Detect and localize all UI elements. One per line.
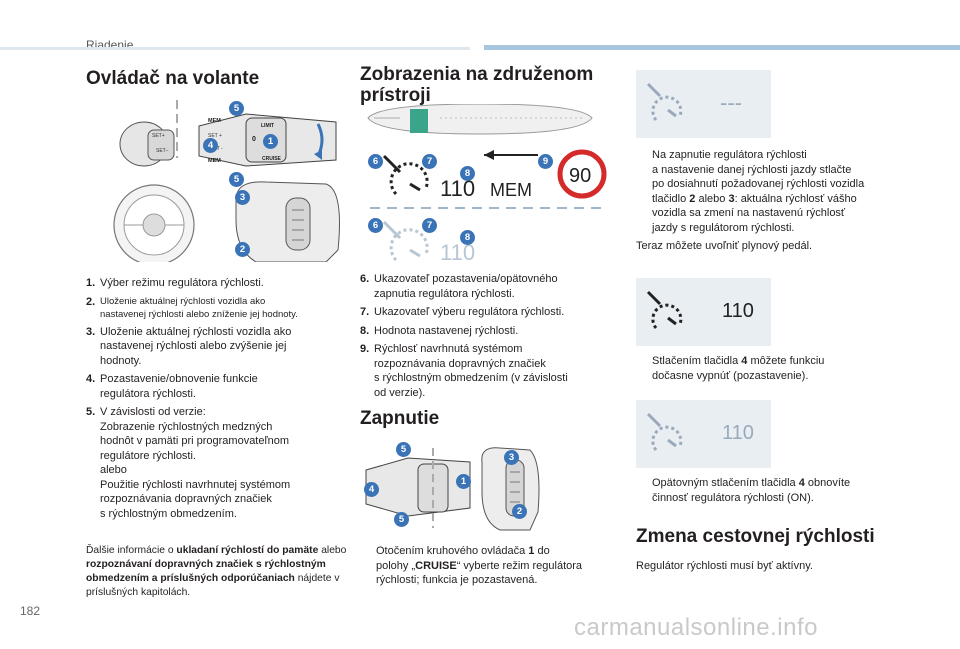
display-cruise-paused: 110 [636,400,771,468]
callout-badge-4: 4 [364,482,379,497]
callout-badge-5b: 5 [394,512,409,527]
section-title-switch-on: Zapnutie [360,408,440,429]
header-rule-right [484,45,960,50]
svg-text:SET−: SET− [156,148,169,154]
callout-badge-2: 2 [235,242,250,257]
callout-badge-1: 1 [263,134,278,149]
list-item: 6.Ukazovateľ pozastavenia/opätovného zap… [360,273,558,300]
section-title-steering-control: Ovládač na volante [86,68,260,89]
bullet-marker [636,476,652,505]
display-items-list: 6.Ukazovateľ pozastavenia/opätovného zap… [360,272,610,404]
change-speed-text: Regulátor rýchlosti musí byť aktívny. [636,560,813,572]
callout-badge-5: 5 [229,101,244,116]
bullet-marker [360,544,376,588]
list-item: 5.V závislosti od verzie: Zobrazenie rýc… [86,406,291,520]
stalk-label-set-plus: SET + [208,133,222,139]
svg-text:SET+: SET+ [152,133,165,139]
callout-badge-3: 3 [235,190,250,205]
stalk-label-cruise: CRUISE [262,156,282,162]
page-number: 182 [20,604,41,618]
callout-badge-1: 1 [456,474,471,489]
list-item: 7.Ukazovateľ výberu regulátora rýchlosti… [360,306,565,318]
speed-sign-value: 90 [569,165,591,187]
callout-badge-4: 4 [203,138,218,153]
info-note: Ďalšie informácie o ukladaní rýchlostí d… [86,545,347,598]
callout-badge-6b: 6 [368,218,383,233]
stalk-label-mem2: MEM [208,158,221,164]
switch-on-illustration: 5 4 1 5 3 2 [360,442,540,534]
list-item: 8.Hodnota nastavenej rýchlosti. [360,324,519,337]
display-cruise-standby: --- [636,70,771,138]
list-item: 4.Pozastavenie/obnovenie funkcie regulát… [86,373,258,400]
display-mem: MEM [490,180,532,200]
display-paused-speed: 110 [722,422,754,444]
callout-badge-8: 8 [460,166,475,181]
stalk-label-mem: MEM [208,118,221,124]
header-rule-left [0,47,470,50]
section-title-change-speed: Zmena cestovnej rýchlosti [636,526,875,547]
switch-on-instruction: Otočením kruhového ovládača 1 do polohy … [360,544,622,588]
callout-badge-5: 5 [396,442,411,457]
callout-badge-2: 2 [512,504,527,519]
callout-badge-9: 9 [538,154,553,169]
list-item: 3.Uloženie aktuálnej rýchlosti vozidla a… [86,325,292,367]
callout-badge-3: 3 [504,450,519,465]
callout-badge-8b: 8 [460,230,475,245]
activation-instruction: Na zapnutie regulátora rýchlosti a nasta… [636,148,906,235]
section-title-instrument-display: Zobrazenia na združenom prístroji [360,64,594,106]
bullet-marker [636,354,652,383]
display-active-speed: 110 [722,300,754,322]
control-items-list: 1.Výber režimu regulátora rýchlosti. 2.U… [86,276,348,525]
callout-badge-7b: 7 [422,218,437,233]
display-cruise-active: 110 [636,278,771,346]
list-item: 9.Rýchlosť navrhnutá systémom rozpoznáva… [360,343,568,399]
stalk-label-zero: 0 [252,136,256,143]
bullet-marker [636,148,652,235]
release-pedal-text: Teraz môžete uvoľniť plynový pedál. [636,240,813,252]
list-item: 1.Výber režimu regulátora rýchlosti. [86,277,264,289]
stalk-label-limit: LIMIT [261,123,274,129]
callout-badge-5b: 5 [229,172,244,187]
pause-instruction: Stlačením tlačidla 4 môžete funkciu doča… [636,354,906,383]
callout-badge-6: 6 [368,154,383,169]
list-item: 2.Uloženie aktuálnej rýchlosti vozidla a… [86,295,298,320]
steering-control-illustration: SET+ SET− MEM LIMIT 0 CRUISE SET + SET -… [86,100,344,266]
resume-instruction: Opätovným stlačením tlačidla 4 obnovíte … [636,476,906,505]
display-standby-dashes: --- [720,90,742,115]
watermark: carmanualsonline.info [574,614,818,641]
callout-badge-7: 7 [422,154,437,169]
instrument-display-illustration: 110 MEM 90 110 6 7 8 9 6 7 8 [360,103,610,265]
